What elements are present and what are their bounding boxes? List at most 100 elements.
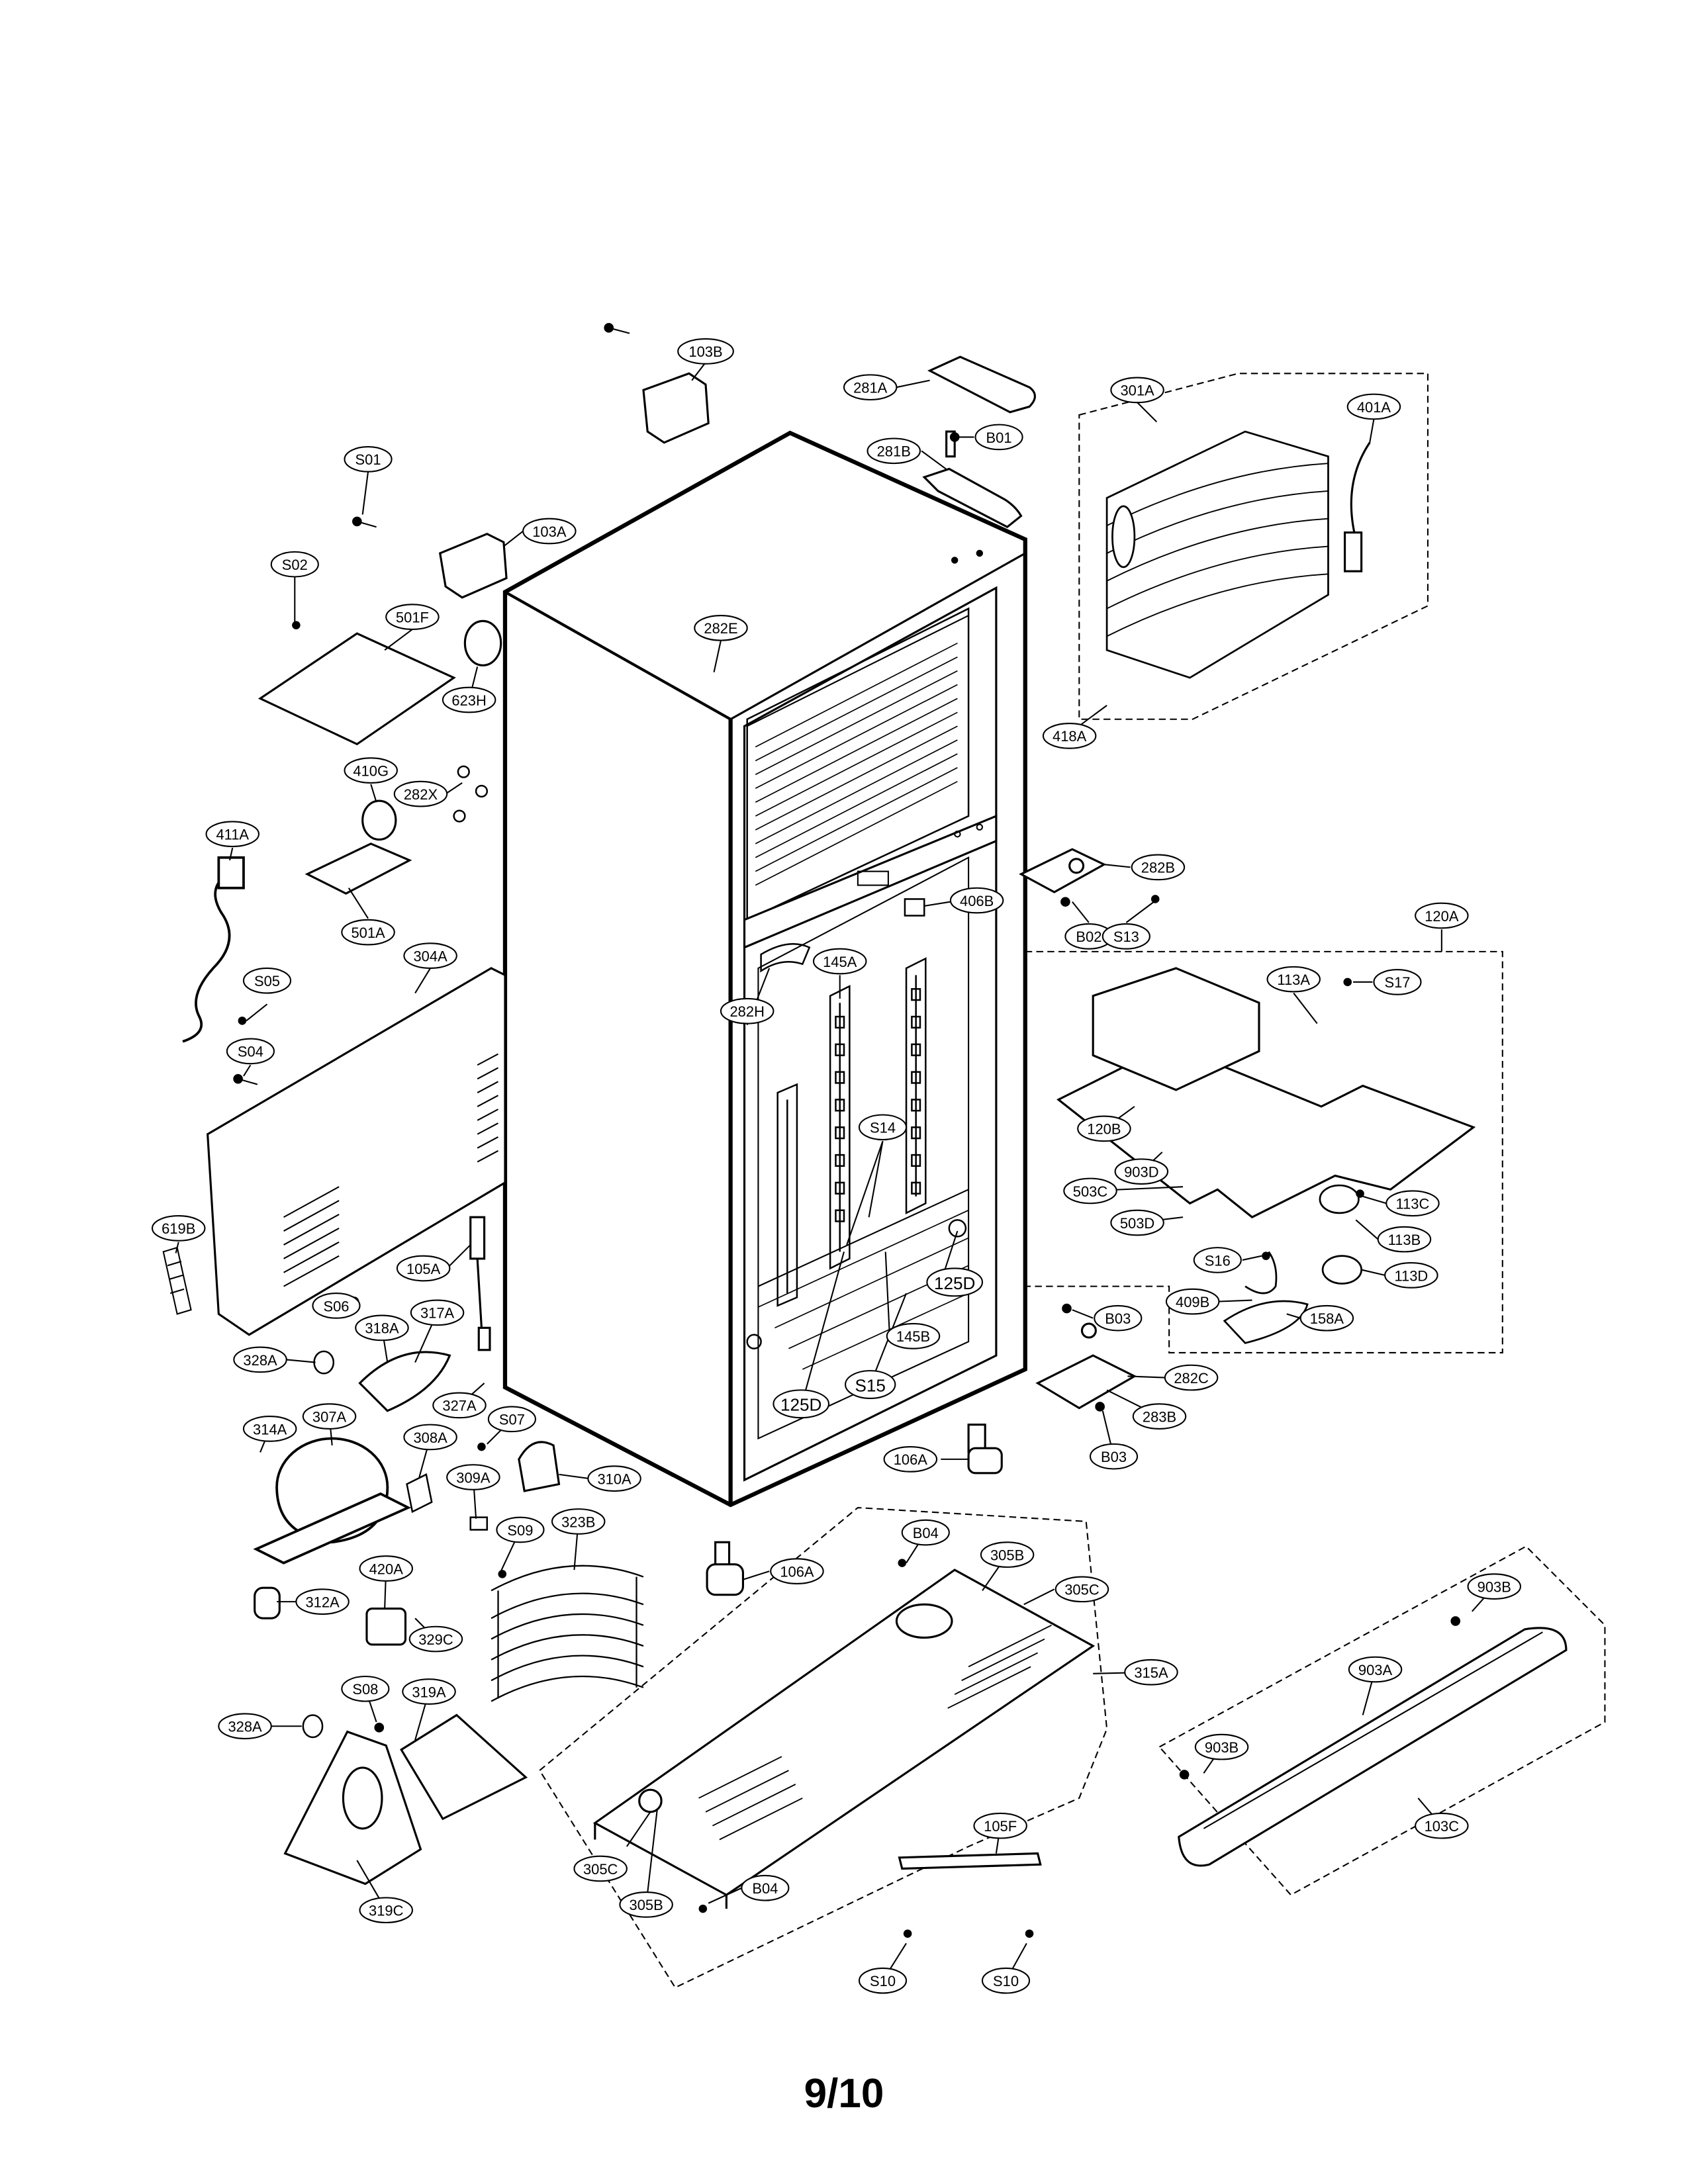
bracket-319 bbox=[283, 1713, 528, 1886]
svg-text:329C: 329C bbox=[418, 1631, 453, 1648]
svg-text:420A: 420A bbox=[369, 1561, 404, 1577]
svg-text:282H: 282H bbox=[729, 1003, 764, 1020]
svg-text:S10: S10 bbox=[870, 1973, 896, 1989]
callout-125D-lower: 125D bbox=[773, 1389, 830, 1419]
callout-282B: 282B bbox=[1131, 854, 1186, 881]
base-plate bbox=[592, 1569, 1096, 1909]
callout-328A-upper: 328A bbox=[233, 1346, 287, 1373]
callout-282C: 282C bbox=[1164, 1364, 1219, 1391]
svg-text:S05: S05 bbox=[254, 973, 280, 989]
callout-B03-upper: B03 bbox=[1094, 1304, 1143, 1332]
main-pcb bbox=[305, 842, 412, 895]
callout-120B: 120B bbox=[1077, 1115, 1131, 1142]
svg-text:120B: 120B bbox=[1087, 1121, 1121, 1138]
svg-text:S10: S10 bbox=[993, 1973, 1019, 1989]
callout-S10-right: S10 bbox=[981, 1967, 1031, 1994]
callout-420A: 420A bbox=[359, 1555, 413, 1582]
defrost-heater-harness bbox=[1343, 441, 1371, 572]
svg-text:103B: 103B bbox=[688, 343, 722, 360]
sensor-406B bbox=[904, 898, 925, 917]
svg-text:S14: S14 bbox=[870, 1120, 896, 1136]
svg-text:125D: 125D bbox=[780, 1395, 821, 1415]
callout-318A: 318A bbox=[355, 1314, 409, 1342]
caps bbox=[453, 765, 489, 823]
callout-503C: 503C bbox=[1063, 1177, 1117, 1205]
callout-S13: S13 bbox=[1102, 923, 1150, 950]
grille-frame bbox=[1158, 1545, 1606, 1896]
svg-text:309A: 309A bbox=[456, 1469, 491, 1486]
svg-text:106A: 106A bbox=[780, 1564, 814, 1580]
bracket-308A bbox=[406, 1473, 433, 1514]
svg-text:503D: 503D bbox=[1120, 1215, 1154, 1232]
callout-307A: 307A bbox=[302, 1403, 357, 1430]
svg-text:410G: 410G bbox=[353, 762, 389, 779]
callout-283B: 283B bbox=[1132, 1403, 1187, 1430]
callout-410G: 410G bbox=[344, 757, 398, 784]
svg-text:S04: S04 bbox=[238, 1044, 263, 1060]
callout-317A: 317A bbox=[410, 1299, 465, 1326]
callout-282E: 282E bbox=[694, 614, 748, 641]
control-box-cover bbox=[258, 632, 456, 746]
base-frame bbox=[538, 1506, 1108, 1989]
drain-bracket-105F bbox=[898, 1852, 1042, 1870]
svg-text:S08: S08 bbox=[352, 1681, 378, 1698]
svg-text:282C: 282C bbox=[1174, 1370, 1208, 1387]
callout-S07: S07 bbox=[487, 1406, 536, 1433]
callout-103B: 103B bbox=[677, 338, 734, 365]
svg-text:301A: 301A bbox=[1120, 383, 1154, 399]
relay bbox=[361, 799, 397, 841]
svg-text:319A: 319A bbox=[412, 1684, 446, 1700]
grommet-328A-upper bbox=[313, 1350, 335, 1375]
svg-text:283B: 283B bbox=[1143, 1408, 1176, 1425]
svg-text:401A: 401A bbox=[1357, 399, 1391, 416]
svg-text:103C: 103C bbox=[1425, 1818, 1459, 1835]
svg-text:120A: 120A bbox=[1425, 908, 1459, 925]
svg-text:305B: 305B bbox=[990, 1547, 1024, 1563]
svg-text:314A: 314A bbox=[253, 1421, 287, 1437]
callout-327A: 327A bbox=[432, 1392, 487, 1419]
callout-S02: S02 bbox=[270, 551, 319, 578]
callout-503D: 503D bbox=[1110, 1209, 1164, 1236]
svg-text:125D: 125D bbox=[934, 1273, 975, 1293]
callout-319C: 319C bbox=[359, 1897, 413, 1924]
svg-text:503C: 503C bbox=[1073, 1183, 1107, 1200]
callout-304A: 304A bbox=[403, 942, 457, 969]
svg-text:282X: 282X bbox=[404, 786, 438, 803]
callout-S09: S09 bbox=[496, 1516, 545, 1543]
callout-S16: S16 bbox=[1193, 1247, 1242, 1273]
svg-text:145B: 145B bbox=[896, 1328, 930, 1345]
callout-281A: 281A bbox=[843, 374, 898, 401]
svg-text:315A: 315A bbox=[1134, 1664, 1168, 1681]
svg-text:409B: 409B bbox=[1176, 1294, 1209, 1310]
callout-623H: 623H bbox=[442, 686, 496, 713]
svg-text:S06: S06 bbox=[323, 1298, 349, 1314]
callout-145B: 145B bbox=[886, 1323, 941, 1349]
svg-text:304A: 304A bbox=[413, 948, 447, 965]
svg-text:282E: 282E bbox=[704, 620, 737, 637]
callout-308A: 308A bbox=[403, 1424, 457, 1451]
callout-105F: 105F bbox=[973, 1812, 1027, 1839]
svg-text:S07: S07 bbox=[499, 1412, 525, 1428]
callout-282H: 282H bbox=[720, 997, 774, 1024]
callout-305B-upper: 305B bbox=[980, 1541, 1035, 1568]
callout-903B-right: 903B bbox=[1467, 1573, 1522, 1600]
svg-text:S02: S02 bbox=[282, 557, 308, 573]
svg-text:328A: 328A bbox=[228, 1719, 262, 1735]
callout-411A: 411A bbox=[205, 821, 260, 848]
callout-401A: 401A bbox=[1346, 393, 1401, 420]
callout-315A: 315A bbox=[1124, 1659, 1178, 1686]
callout-305C-lower: 305C bbox=[573, 1855, 628, 1882]
svg-text:318A: 318A bbox=[365, 1320, 399, 1337]
callout-106A-rear: 106A bbox=[770, 1558, 824, 1585]
svg-text:S16: S16 bbox=[1205, 1252, 1231, 1269]
compressor-foot bbox=[254, 1586, 281, 1619]
callout-305C-upper: 305C bbox=[1055, 1576, 1109, 1603]
svg-text:113A: 113A bbox=[1277, 972, 1310, 988]
callout-B04-lower: B04 bbox=[741, 1874, 790, 1901]
callout-113A: 113A bbox=[1266, 966, 1321, 993]
callout-903A: 903A bbox=[1348, 1656, 1403, 1683]
svg-text:S13: S13 bbox=[1113, 929, 1139, 945]
callout-314A: 314A bbox=[242, 1416, 297, 1442]
compressor bbox=[253, 1437, 412, 1565]
